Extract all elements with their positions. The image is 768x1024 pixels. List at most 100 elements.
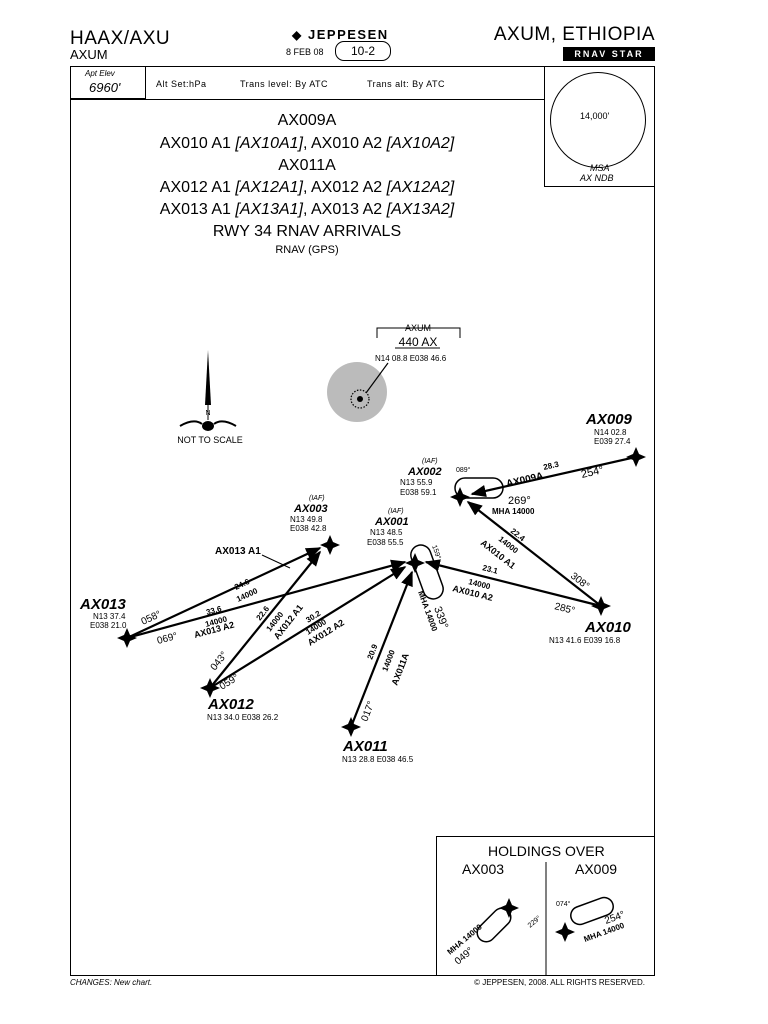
msa-box — [544, 66, 655, 187]
apt-elev-value: 6960' — [89, 80, 121, 95]
procedure-code-ax13a2: [AX13A2] — [386, 201, 455, 218]
ax002-mha: MHA 14000 — [492, 507, 535, 516]
airport-location: AXUM, ETHIOPIA — [493, 24, 655, 45]
title-line-6: RWY 34 RNAV ARRIVALS — [212, 223, 402, 240]
jeppesen-logo-icon: ◆ — [292, 28, 302, 42]
title-line-4: AX012 A1 [AX12A1], AX012 A2 [AX12A2] — [70, 179, 544, 197]
fix-ax003-lon: E038 42.8 — [290, 524, 327, 533]
ax011a-course: 017° — [360, 700, 378, 723]
ax009a-distance: 28.3 — [542, 460, 560, 472]
ax009a-name: AX009A — [505, 471, 544, 490]
fix-ax001-lon: E038 55.5 — [367, 538, 404, 547]
procedure-ax013a1: AX013 A1 — [159, 201, 236, 218]
alt-set: Alt Set:hPa — [156, 79, 207, 89]
route-ax012a1 — [209, 550, 321, 689]
fix-ax010-name: AX010 — [584, 619, 632, 636]
holdings-left-fix: AX003 — [462, 861, 505, 877]
apt-elev-label: Apt Elev — [85, 69, 115, 78]
fix-ax001-icon — [405, 553, 425, 573]
fix-ax011-name: AX011 — [342, 738, 388, 755]
navaid-box — [376, 327, 461, 338]
holding-ax002 — [454, 477, 504, 499]
fix-ax012-name: AX012 — [207, 696, 255, 713]
holdings-right-fix: AX009 — [575, 861, 618, 877]
procedure-code-ax10a1: [AX10A1] — [235, 135, 303, 152]
ax013a1-course: 058° — [140, 609, 163, 628]
title-line-7: RNAV (GPS) — [275, 244, 339, 256]
navaid-freq-ident: 440 AX — [399, 335, 438, 349]
fix-ax001-name: AX001 — [374, 516, 409, 528]
publisher-name: JEPPESEN — [308, 27, 389, 42]
ax009a-course: 254° — [580, 464, 605, 481]
fix-ax001-tag: (IAF) — [388, 508, 404, 515]
ax013a1-label: AX013 A1 — [215, 546, 261, 557]
fix-ax002-name: AX002 — [407, 466, 442, 478]
fix-ax011-coords: N13 28.8 E038 46.5 — [342, 755, 414, 764]
route-ax013a1 — [126, 547, 322, 639]
copyright: © JEPPESEN, 2008. ALL RIGHTS RESERVED. — [474, 978, 645, 987]
fix-ax013-icon — [117, 628, 137, 648]
route-ax012a2 — [209, 566, 407, 689]
not-to-scale-note: NOT TO SCALE — [177, 435, 243, 445]
ax013a2-distance: 33.6 — [205, 604, 223, 617]
info-row-divider — [70, 99, 544, 100]
holding-ax003-fix-icon — [499, 898, 519, 918]
title-line-5: AX013 A1 [AX13A1], AX013 A2 [AX13A2] — [70, 201, 544, 219]
fix-ax002-lon: E038 59.1 — [400, 488, 437, 497]
holding-ax001 — [410, 544, 444, 600]
route-ax011a — [349, 570, 414, 728]
fix-ax003-lat: N13 49.8 — [290, 515, 323, 524]
apt-elev-cell — [70, 66, 146, 99]
fix-ax010-coords: N13 41.6 E039 16.8 — [549, 636, 621, 645]
holdings-title: HOLDINGS OVER — [488, 843, 605, 859]
ax013a2-course: 069° — [156, 631, 179, 647]
ax002-hold-inbound: 089° — [456, 466, 471, 474]
fix-ax010-icon — [591, 596, 611, 616]
route-ax013a2 — [126, 559, 407, 640]
holding-ax009-inbound: 074° — [556, 900, 571, 908]
fix-ax002-lat: N13 55.9 — [400, 478, 433, 487]
changes-note: CHANGES: New chart. — [70, 978, 153, 987]
holdings-box — [436, 836, 655, 976]
chart-number: 10-2 — [335, 41, 391, 61]
procedure-ax013a2: , AX013 A2 — [303, 201, 387, 218]
fix-ax012-coords: N13 34.0 E038 26.2 — [207, 713, 279, 722]
holding-ax009-fix-icon — [555, 922, 575, 942]
procedure-ax012a2: , AX012 A2 — [303, 179, 387, 196]
fix-ax003-icon — [320, 535, 340, 555]
msa-reference: AX NDB — [580, 173, 614, 183]
procedure-ax010a2: , AX010 A2 — [303, 135, 387, 152]
fix-ax013-name: AX013 — [79, 596, 127, 613]
route-ax010a2 — [424, 559, 602, 608]
holding-ax009 — [570, 896, 614, 926]
north-letter: N — [205, 410, 210, 417]
chart-date: 8 FEB 08 — [286, 47, 324, 57]
fix-ax009-icon — [626, 447, 646, 467]
fix-ax011-icon — [341, 717, 361, 737]
airport-name: AXUM — [70, 47, 108, 62]
procedure-code-ax13a1: [AX13A1] — [235, 201, 303, 218]
fix-ax013-lat: N13 37.4 — [93, 612, 126, 621]
ax010a2-course: 285° — [553, 601, 576, 617]
ax010a2-distance: 23.1 — [482, 563, 500, 576]
title-line-3: AX011A — [278, 157, 336, 174]
title-line-2: AX010 A1 [AX10A1], AX010 A2 [AX10A2] — [70, 135, 544, 153]
trans-alt: Trans alt: By ATC — [367, 79, 446, 89]
ndb-navaid-icon — [327, 362, 389, 422]
fix-ax009-name: AX009 — [585, 411, 633, 428]
route-ax010a1 — [466, 501, 602, 607]
fix-ax009-lat: N14 02.8 — [594, 428, 627, 437]
procedure-code-ax12a1: [AX12A1] — [235, 179, 303, 196]
msa-altitude: 14,000' — [580, 111, 610, 121]
fix-ax002-tag: (IAF) — [422, 458, 438, 465]
procedure-ax010a1: AX010 A1 — [159, 135, 236, 152]
fix-ax013-lon: E038 21.0 — [90, 621, 127, 630]
fix-ax002-icon — [450, 487, 470, 507]
procedure-code-ax10a2: [AX10A2] — [386, 135, 455, 152]
ax002-hold-outbound: 269° — [508, 495, 531, 507]
route-ax009a — [470, 455, 637, 497]
msa-circle — [550, 72, 646, 168]
airport-identifier: HAAX/AXU — [70, 28, 171, 49]
chart-frame — [70, 66, 655, 976]
